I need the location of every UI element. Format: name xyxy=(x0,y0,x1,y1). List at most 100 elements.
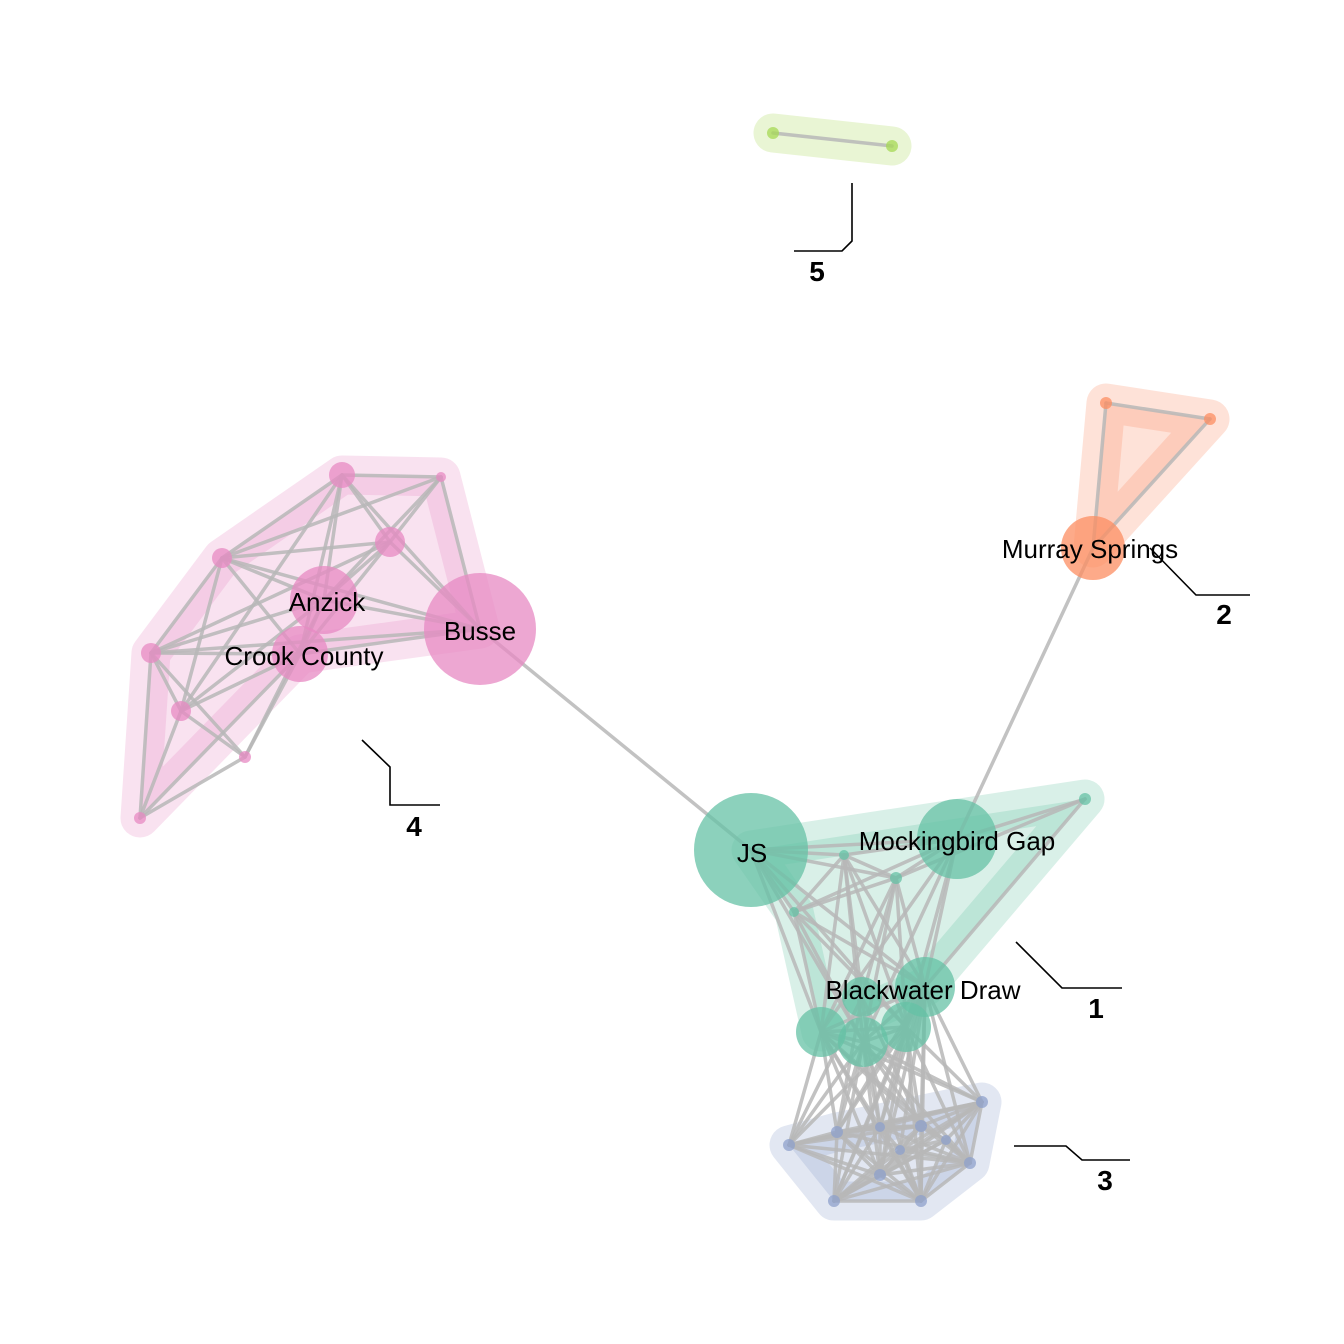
edge xyxy=(149,651,247,759)
group-leader-3 xyxy=(1014,1145,1130,1161)
group-label-5: 5 xyxy=(809,256,825,287)
edge xyxy=(179,556,224,713)
edge xyxy=(898,1138,948,1152)
edge xyxy=(771,131,894,148)
edge xyxy=(898,1148,972,1165)
edge xyxy=(919,1100,984,1203)
edge xyxy=(1104,401,1212,421)
group-label-3: 3 xyxy=(1097,1165,1113,1196)
edge xyxy=(138,709,183,820)
node-p2 xyxy=(375,527,405,557)
edge xyxy=(944,1100,984,1142)
node-b2 xyxy=(886,140,898,152)
edge xyxy=(819,853,846,1034)
edge xyxy=(832,1130,839,1203)
node-v7 xyxy=(915,1195,927,1207)
node-label-busse: Busse xyxy=(444,616,516,646)
node-p8 xyxy=(134,812,146,824)
node-crook xyxy=(272,626,328,682)
node-v11 xyxy=(941,1135,951,1145)
edge xyxy=(832,1125,882,1203)
edge xyxy=(792,910,908,1029)
group-leader-2 xyxy=(1149,547,1250,596)
edge xyxy=(220,475,443,560)
edge xyxy=(787,1143,923,1203)
edge xyxy=(179,473,344,713)
node-label-ms: Murray Springs xyxy=(1002,534,1178,564)
edge xyxy=(149,540,392,655)
group-leader-4 xyxy=(361,739,440,806)
node-v5 xyxy=(976,1096,988,1108)
edge xyxy=(138,651,153,820)
node-label-anzick: Anzick xyxy=(289,587,367,617)
edge xyxy=(919,1161,972,1203)
node-g1 xyxy=(839,850,849,860)
edge xyxy=(832,1138,948,1203)
node-v6 xyxy=(964,1157,976,1169)
edge xyxy=(792,853,846,914)
node-o2 xyxy=(1204,413,1216,425)
node-label-js: JS xyxy=(737,838,767,868)
edge xyxy=(898,1148,923,1203)
edge xyxy=(878,1100,984,1129)
edge xyxy=(898,1100,984,1152)
edge xyxy=(832,1161,972,1203)
node-p5 xyxy=(141,643,161,663)
node-g4 xyxy=(1079,793,1091,805)
node-g5 xyxy=(796,1007,846,1057)
edge xyxy=(819,876,898,1034)
node-bd xyxy=(895,957,955,1017)
edge xyxy=(878,1173,923,1203)
node-v4 xyxy=(915,1120,927,1132)
edge xyxy=(149,556,224,655)
node-p7 xyxy=(239,751,251,763)
node-label-crook: Crook County xyxy=(225,641,384,671)
node-v1 xyxy=(783,1139,795,1151)
group-leader-1 xyxy=(1015,941,1122,989)
node-b1 xyxy=(767,127,779,139)
edge xyxy=(340,473,443,479)
edge xyxy=(842,853,864,999)
node-g6 xyxy=(838,1017,888,1067)
node-g3 xyxy=(789,907,799,917)
group-leaders xyxy=(361,183,1250,1161)
node-busse xyxy=(424,573,536,685)
group-label-1: 1 xyxy=(1088,993,1104,1024)
edge xyxy=(860,876,898,999)
node-js xyxy=(694,793,808,907)
node-label-mg: Mockingbird Gap xyxy=(859,826,1056,856)
node-v10 xyxy=(895,1145,905,1155)
node-g2 xyxy=(890,872,902,884)
node-v9 xyxy=(828,1195,840,1207)
group-leader-5 xyxy=(794,183,853,252)
node-v2 xyxy=(831,1126,843,1138)
node-o1 xyxy=(1100,397,1112,409)
edge xyxy=(968,1100,984,1165)
node-label-bd: Blackwater Draw xyxy=(825,975,1020,1005)
group-label-4: 4 xyxy=(406,811,422,842)
node-g7 xyxy=(881,1002,931,1052)
edge xyxy=(179,709,247,759)
node-anzick xyxy=(290,566,358,634)
node-p1 xyxy=(329,462,355,488)
node-ms xyxy=(1061,516,1125,580)
edge xyxy=(478,627,753,852)
node-p4 xyxy=(436,472,446,482)
group-label-2: 2 xyxy=(1216,599,1232,630)
node-v3 xyxy=(875,1122,885,1132)
edge xyxy=(842,853,898,880)
node-v8 xyxy=(874,1169,886,1181)
edge xyxy=(919,1138,948,1203)
edge xyxy=(138,652,302,820)
edge xyxy=(878,1161,972,1177)
node-g8 xyxy=(842,977,882,1017)
edge xyxy=(149,651,183,713)
nodes xyxy=(134,127,1216,1207)
edge xyxy=(832,1148,902,1203)
group-labels: 1 2 3 4 5 xyxy=(406,256,1232,1196)
node-mg xyxy=(917,799,997,879)
edge xyxy=(955,546,1095,841)
edge xyxy=(792,876,898,914)
